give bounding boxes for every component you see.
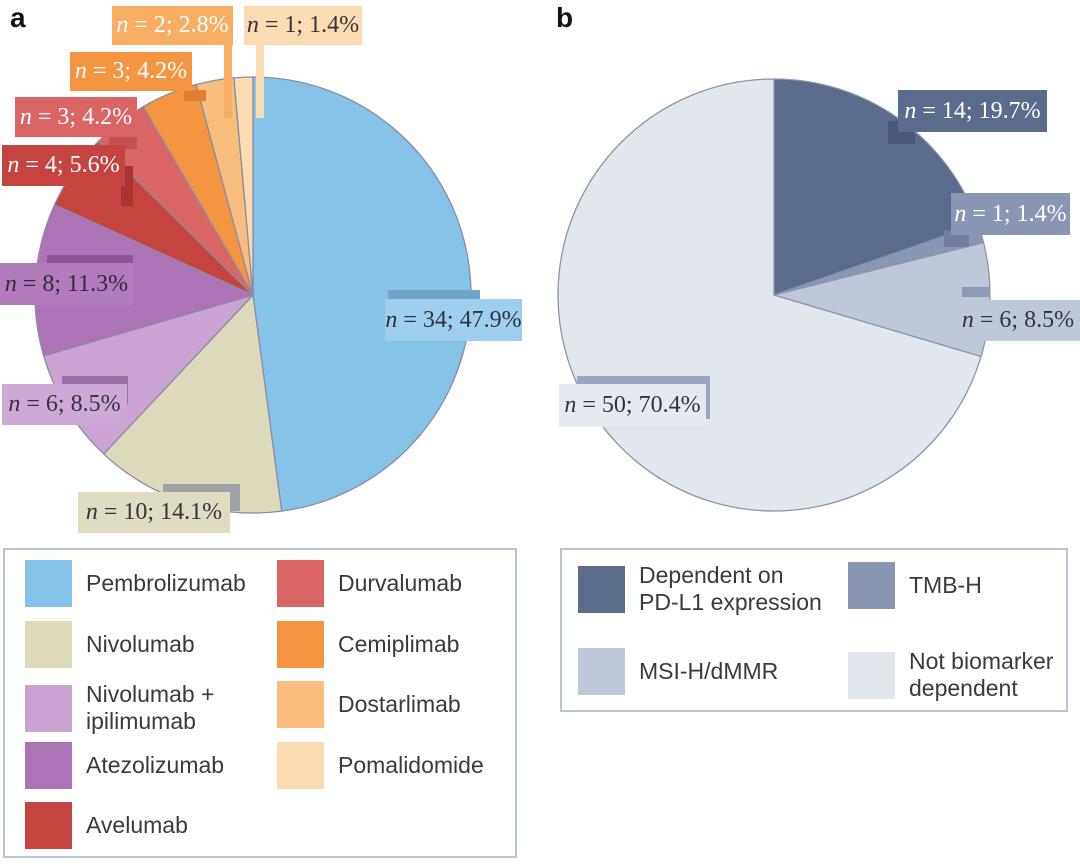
legend-item-pembrolizumab: Pembrolizumab xyxy=(25,560,246,607)
slice-pomalidomide xyxy=(233,76,254,296)
legend-item-durvalumab: Durvalumab xyxy=(277,560,462,607)
label-avelumab: n = 4; 5.6% xyxy=(2,145,125,186)
swatch-not-biomarker-dependent xyxy=(848,651,895,699)
swatch-pembrolizumab xyxy=(25,560,72,607)
swatch-avelumab xyxy=(25,802,72,849)
swatch-atezolizumab xyxy=(25,742,72,789)
callout-tick-nivolumab-ipilimumab xyxy=(62,376,128,385)
legend-item-msi-h-dmmr: MSI-H/dMMR xyxy=(578,648,778,695)
label-atezolizumab: n = 8; 11.3% xyxy=(0,263,133,305)
label-nivolumab-ipilimumab: n = 6; 8.5% xyxy=(2,384,127,425)
swatch-tmb-h xyxy=(848,562,895,609)
callout-tick-atezolizumab xyxy=(47,255,133,264)
callout-line-pomalidomide xyxy=(256,44,264,118)
slice-msi-h-dmmr xyxy=(773,241,991,358)
swatch-nivolumab-ipilimumab xyxy=(25,684,72,732)
label-pd-l1-dependent: n = 14; 19.7% xyxy=(898,90,1047,132)
label-cemiplimab: n = 3; 4.2% xyxy=(70,52,192,91)
legend-item-nivolumab: Nivolumab xyxy=(25,621,195,668)
swatch-dostarlimab xyxy=(277,681,324,728)
label-pomalidomide: n = 1; 1.4% xyxy=(244,6,362,45)
swatch-pomalidomide xyxy=(277,742,324,789)
legend-b-box xyxy=(560,548,1068,712)
swatch-cemiplimab xyxy=(277,621,324,668)
swatch-nivolumab xyxy=(25,621,72,668)
swatch-pd-l1-dependent xyxy=(578,565,625,613)
legend-item-pomalidomide: Pomalidomide xyxy=(277,742,484,789)
callout-tick-pembrolizumab xyxy=(388,290,480,299)
panel-b-label: b xyxy=(556,2,574,33)
legend-item-dostarlimab: Dostarlimab xyxy=(277,681,461,728)
legend-item-nivolumab-ipilimumab: Nivolumab + ipilimumab xyxy=(25,681,214,735)
legend-item-tmb-h: TMB-H xyxy=(848,562,982,609)
legend-a-box xyxy=(3,548,517,858)
panel-a-label: a xyxy=(10,2,26,33)
legend-item-avelumab: Avelumab xyxy=(25,802,188,849)
legend-item-pd-l1-dependent: Dependent on PD-L1 expression xyxy=(578,562,822,616)
callout-tick-msi-h-dmmr xyxy=(962,287,989,297)
callout-tick-cemiplimab xyxy=(184,90,206,101)
label-durvalumab: n = 3; 4.2% xyxy=(15,97,137,137)
legend-item-not-biomarker-dependent: Not biomarker dependent xyxy=(848,648,1053,702)
callout-tick-nivolumab xyxy=(163,484,240,493)
legend-item-atezolizumab: Atezolizumab xyxy=(25,742,224,789)
callout-tick-not-biomarker-dependent xyxy=(577,376,708,385)
label-tmb-h: n = 1; 1.4% xyxy=(951,193,1070,235)
label-not-biomarker-dependent: n = 50; 70.4% xyxy=(559,384,706,427)
callout-line-dostarlimab xyxy=(224,44,232,118)
legend-item-cemiplimab: Cemiplimab xyxy=(277,621,459,668)
swatch-msi-h-dmmr xyxy=(578,648,625,695)
label-nivolumab: n = 10; 14.1% xyxy=(78,492,230,533)
slice-pembrolizumab xyxy=(252,76,472,512)
callout-tick-nivolumab xyxy=(229,484,240,511)
swatch-durvalumab xyxy=(277,560,324,607)
label-dostarlimab: n = 2; 2.8% xyxy=(112,6,233,45)
label-msi-h-dmmr: n = 6; 8.5% xyxy=(956,300,1080,341)
label-pembrolizumab: n = 34; 47.9% xyxy=(385,299,522,341)
